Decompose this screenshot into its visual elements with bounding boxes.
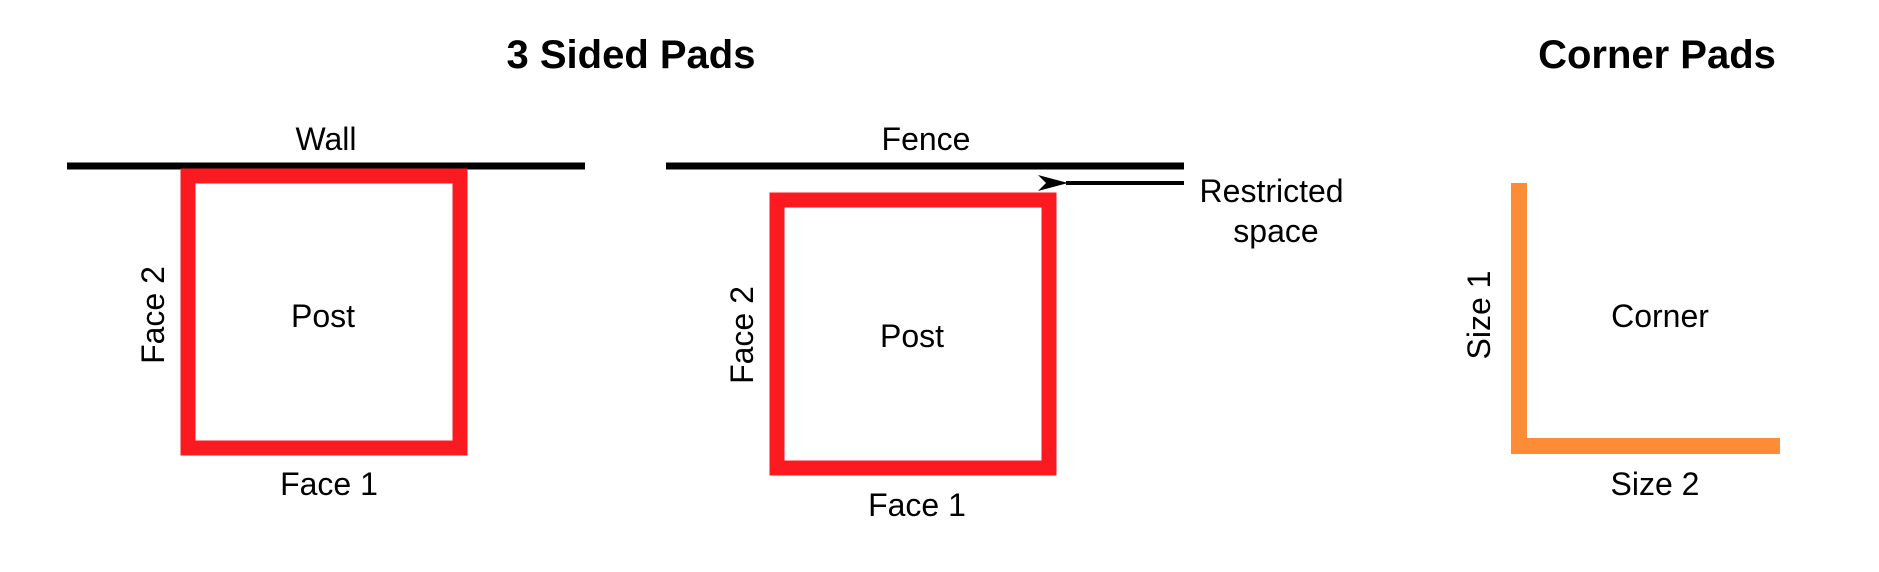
fence-post-pad-outline: [769, 192, 1057, 476]
corner-pad-shape: [1511, 183, 1780, 454]
fence-example: Fence Post Face 1 Face 2 Restricted spac…: [666, 121, 1353, 523]
restricted-space-label: Restricted space: [1200, 173, 1353, 249]
size1-label: Size 1: [1461, 271, 1497, 360]
size2-label: Size 2: [1611, 466, 1700, 502]
corner-label: Corner: [1611, 298, 1709, 334]
fence-post-label: Post: [880, 318, 944, 354]
fence-label: Fence: [882, 121, 971, 157]
fence-face1-label: Face 1: [868, 487, 966, 523]
wall-post-label: Post: [291, 298, 355, 334]
restricted-label-line2: space: [1233, 213, 1318, 249]
restricted-label-line1: Restricted: [1200, 173, 1344, 209]
three-sided-pads-title: 3 Sided Pads: [507, 33, 756, 77]
wall-face1-label: Face 1: [280, 466, 378, 502]
wall-label: Wall: [295, 121, 356, 157]
wall-example: Wall Post Face 1 Face 2: [67, 121, 585, 502]
corner-pads-title: Corner Pads: [1538, 33, 1776, 77]
fence-face2-label: Face 2: [724, 286, 760, 384]
corner-example: Corner Size 2 Size 1: [1461, 183, 1780, 502]
wall-face2-label: Face 2: [135, 266, 171, 364]
wall-post-pad-outline: [180, 168, 468, 456]
